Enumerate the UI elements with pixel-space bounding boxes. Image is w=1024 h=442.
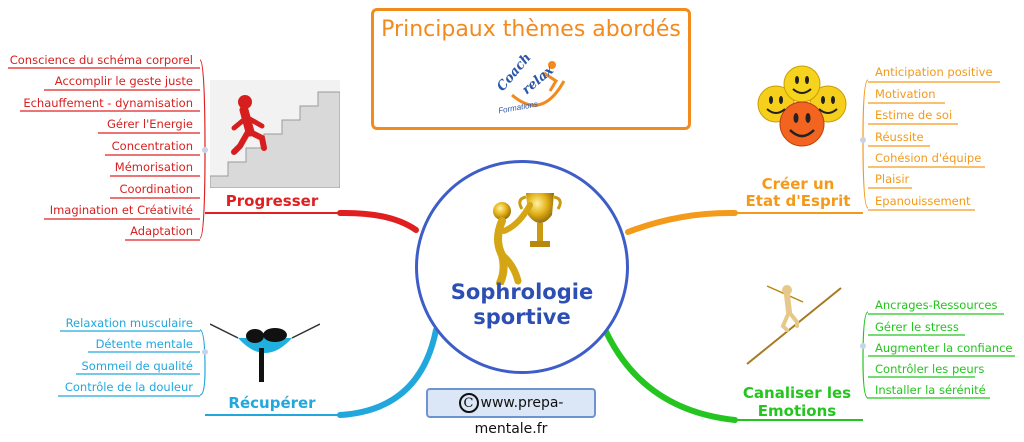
themes-title: Principaux thèmes abordés bbox=[381, 17, 681, 42]
leaf-item[interactable]: Estime de soi bbox=[875, 108, 953, 122]
leaf-item[interactable]: Imagination et Créativité bbox=[49, 203, 193, 217]
central-title-line1: Sophrologie bbox=[450, 280, 594, 304]
branch-title-line2: Emotions bbox=[757, 402, 837, 420]
logo-swoosh-icon bbox=[511, 61, 566, 107]
leaf-item[interactable]: Adaptation bbox=[130, 224, 193, 238]
branch-title-line2: Etat d'Esprit bbox=[745, 192, 851, 210]
leaf-item[interactable]: Motivation bbox=[875, 87, 936, 101]
smiley-faces-icon bbox=[757, 65, 847, 147]
progresser-connectors bbox=[8, 59, 340, 241]
leaf-item[interactable]: Plaisir bbox=[875, 172, 910, 186]
collapse-dot-icon[interactable] bbox=[202, 349, 208, 355]
leaf-item[interactable]: Epanouissement bbox=[875, 194, 971, 208]
leaf-item[interactable]: Cohésion d'équipe bbox=[875, 151, 982, 165]
branch-title-line1: Canaliser les bbox=[742, 384, 852, 402]
progresser-branch bbox=[337, 209, 419, 233]
branch-title-recuperer[interactable]: Récupérer bbox=[228, 394, 316, 412]
leaf-item[interactable]: Coordination bbox=[119, 182, 194, 196]
leaf-item[interactable]: Détente mentale bbox=[95, 337, 193, 351]
leaf-item[interactable]: Mémorisation bbox=[114, 160, 193, 174]
stairs-climber-icon bbox=[210, 80, 340, 188]
leaf-item[interactable]: Conscience du schéma corporel bbox=[9, 53, 193, 67]
copyright-icon: C bbox=[458, 393, 479, 413]
leaf-item[interactable]: Installer la sérénité bbox=[875, 383, 986, 397]
collapse-dot-icon[interactable] bbox=[202, 147, 208, 153]
branch-title-progresser[interactable]: Progresser bbox=[225, 192, 319, 210]
leaf-item[interactable]: Ancrages-Ressources bbox=[875, 298, 998, 312]
leaf-item[interactable]: Contrôle de la douleur bbox=[64, 380, 193, 394]
leaf-item[interactable]: Concentration bbox=[111, 139, 193, 153]
emotions-branch bbox=[600, 322, 738, 423]
emotions-connectors bbox=[735, 311, 1015, 421]
etat-esprit-branch bbox=[625, 209, 738, 235]
collapse-dot-icon[interactable] bbox=[860, 137, 866, 143]
branch-title-emotions[interactable]: Canaliser les Emotions bbox=[732, 384, 862, 420]
leaf-item[interactable]: Augmenter la confiance bbox=[875, 341, 1013, 355]
leaf-item[interactable]: Gérer le stress bbox=[875, 320, 959, 334]
hammock-icon bbox=[210, 323, 320, 382]
central-title-line2: sportive bbox=[473, 305, 571, 329]
recuperer-connectors bbox=[58, 329, 340, 416]
central-node[interactable]: Sophrologie sportive bbox=[415, 160, 629, 374]
branch-title-line1: Créer un bbox=[761, 175, 835, 193]
collapse-dot-icon[interactable] bbox=[860, 343, 866, 349]
trophy-figure-icon bbox=[493, 193, 562, 285]
themes-title-box: Principaux thèmes abordés Coach relax Fo… bbox=[371, 8, 691, 130]
leaf-item[interactable]: Accomplir le geste juste bbox=[54, 74, 193, 88]
coach-relax-logo: Coach relax Formations bbox=[492, 51, 572, 121]
branch-title-etat-esprit[interactable]: Créer un Etat d'Esprit bbox=[738, 176, 858, 210]
recuperer-branch bbox=[337, 327, 439, 418]
leaf-item[interactable]: Relaxation musculaire bbox=[65, 316, 193, 330]
leaf-item[interactable]: Echauffement - dynamisation bbox=[23, 96, 193, 110]
leaf-item[interactable]: Anticipation positive bbox=[875, 65, 993, 79]
etat-esprit-connectors bbox=[735, 79, 1000, 214]
leaf-item[interactable]: Sommeil de qualité bbox=[81, 359, 193, 373]
tightrope-walker-icon bbox=[746, 285, 842, 365]
leaf-item[interactable]: Réussite bbox=[875, 130, 924, 144]
leaf-item[interactable]: Contrôler les peurs bbox=[875, 362, 985, 376]
website-url: www.prepa-mentale.fr bbox=[474, 395, 564, 437]
leaf-item[interactable]: Gérer l'Energie bbox=[106, 117, 193, 131]
